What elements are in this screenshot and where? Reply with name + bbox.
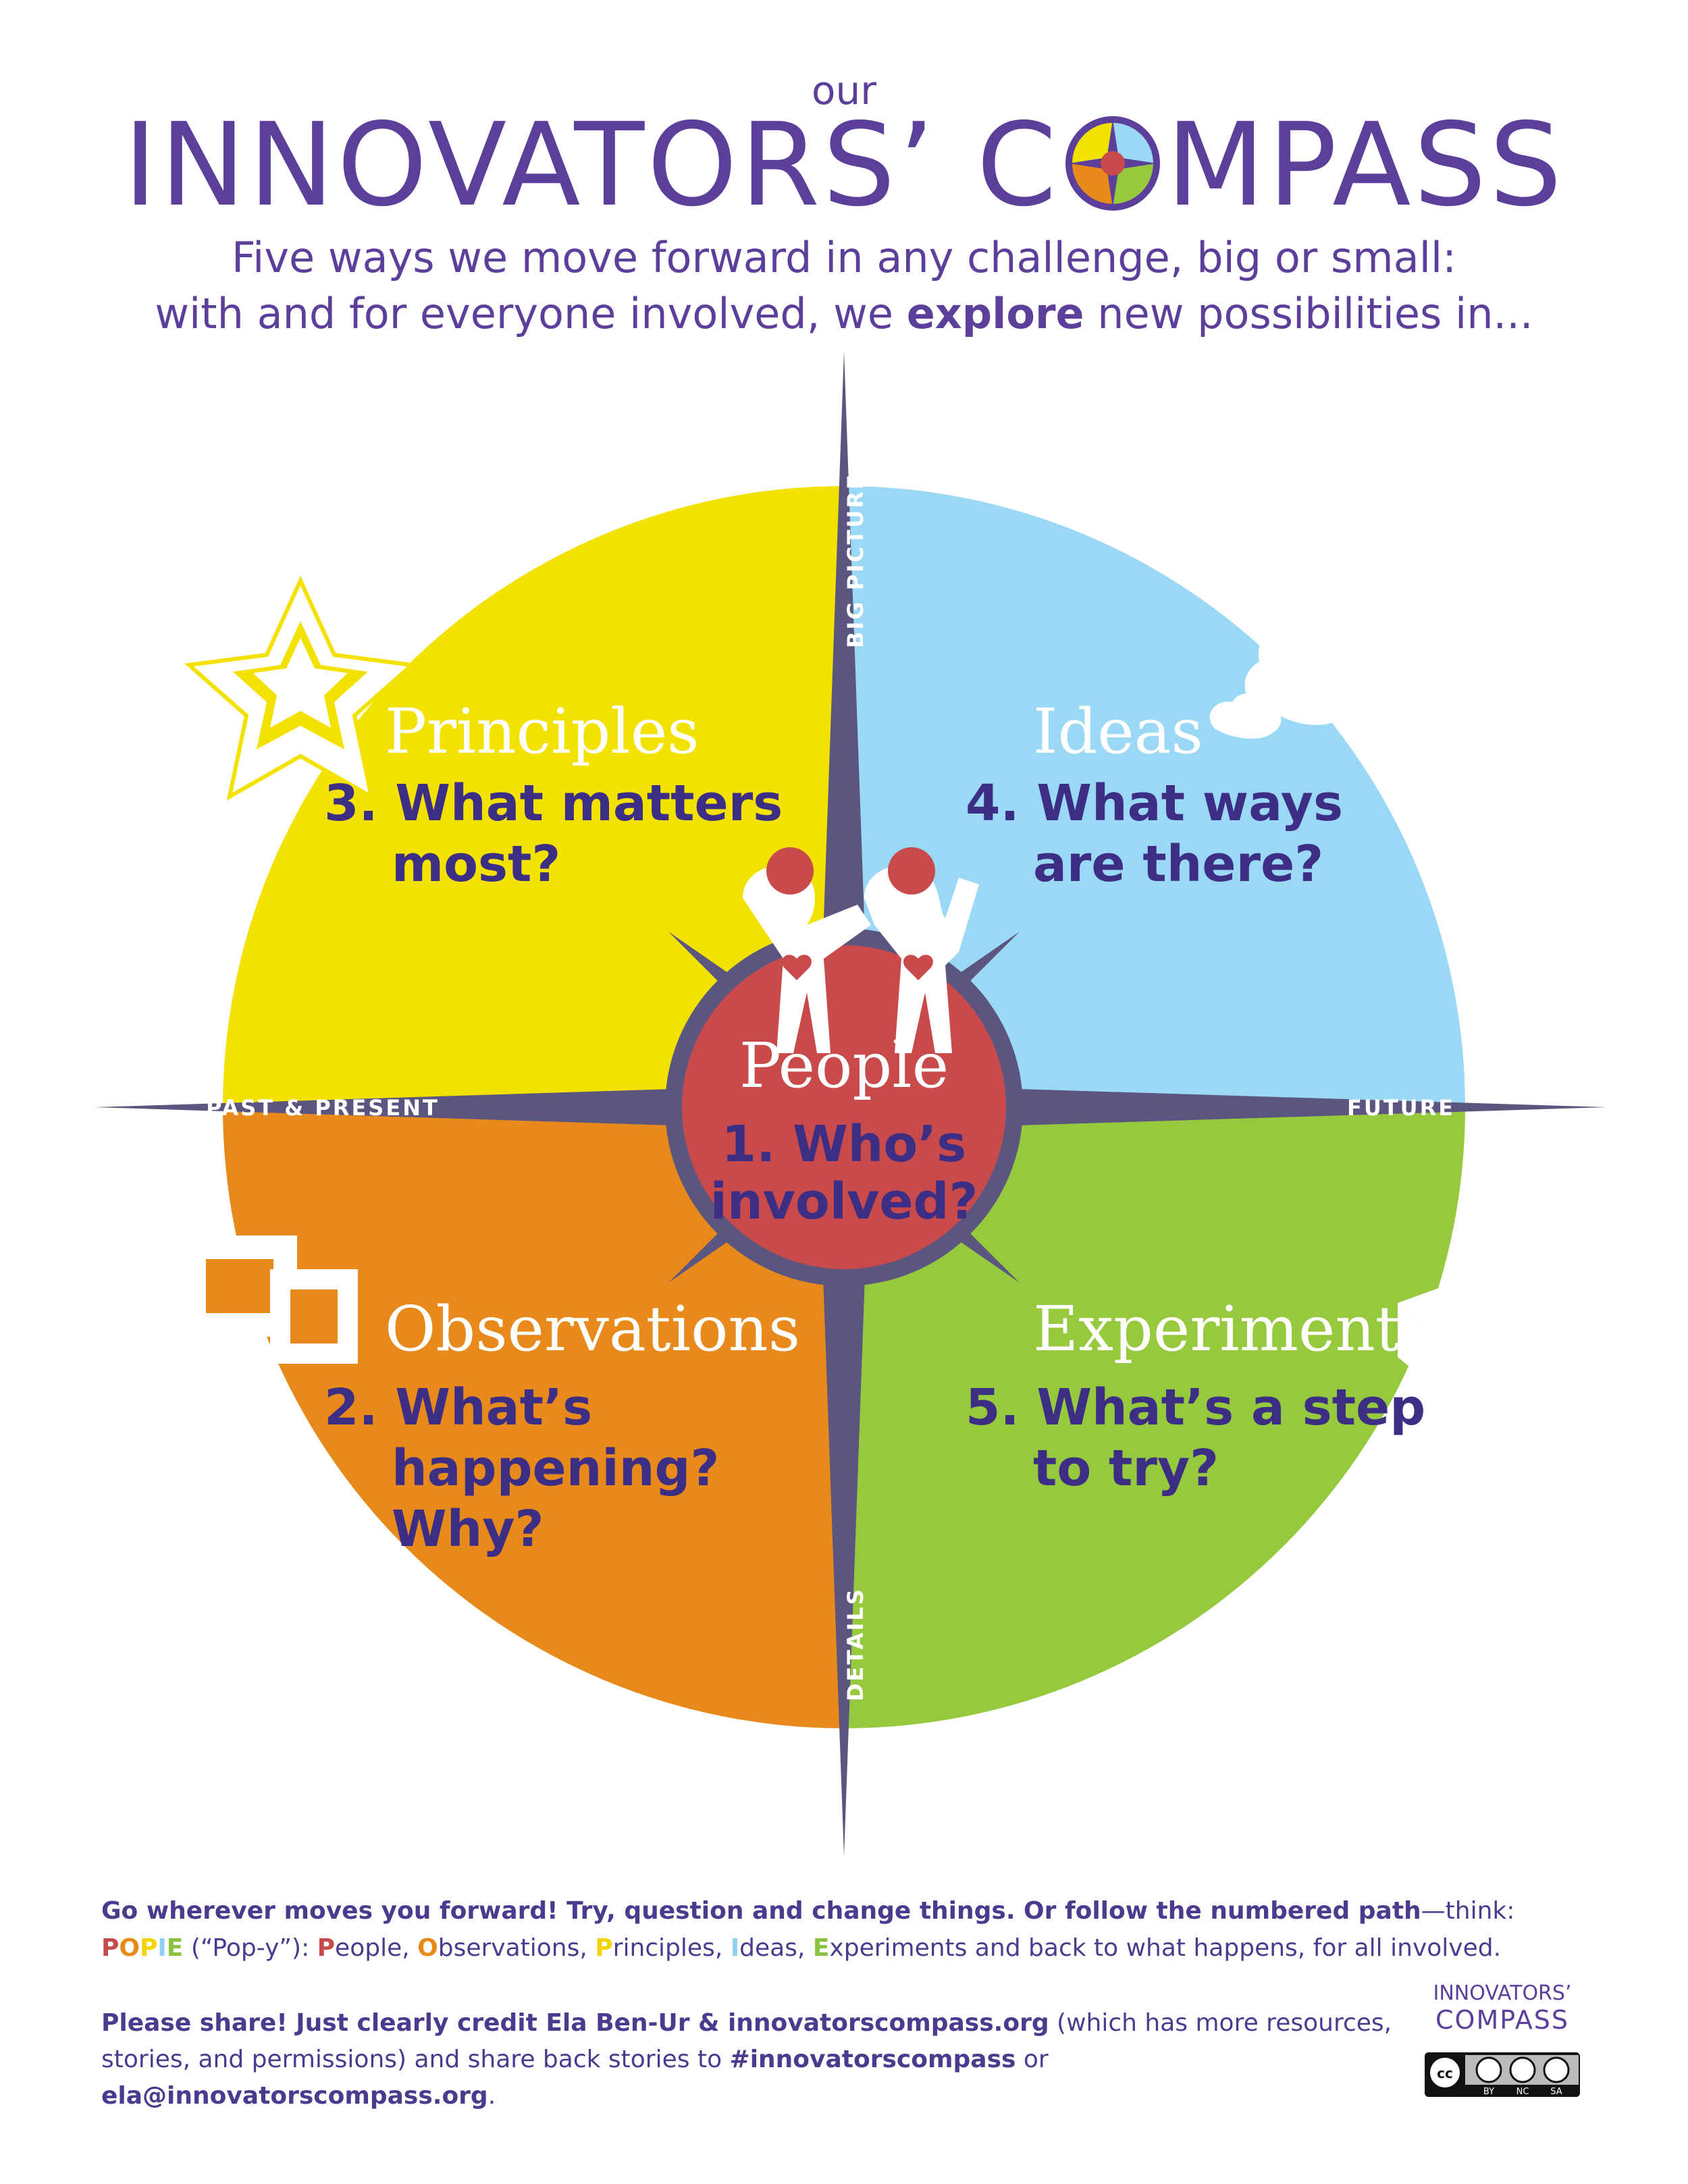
people-question-1: 1. Who’s (722, 1115, 967, 1173)
cc-by-label: BY (1483, 2087, 1494, 2097)
axis-label-bottom: DETAILS (843, 1587, 868, 1701)
cc-nc-label: NC (1516, 2087, 1529, 2097)
axis-label-top: BIG PICTURE (843, 473, 868, 648)
subtitle-line-1: Five ways we move forward in any challen… (231, 233, 1457, 282)
share-rest: (which has more resources, stories, and … (101, 2009, 1392, 2073)
logo-line-2: COMPASS (1435, 2005, 1569, 2035)
observations-title: Observations (385, 1293, 800, 1365)
footer-line1-tail: —think: (1421, 1897, 1515, 1925)
popie-i: I (157, 1934, 167, 1962)
l2-ideas: deas, (739, 1934, 813, 1962)
logo-line-1: INNOVATORS’ (1433, 1981, 1572, 2005)
popie-e: E (166, 1934, 184, 1962)
share-bold: Please share! Just clearly credit Ela Be… (101, 2009, 1049, 2037)
l2-obs: bservations, (438, 1934, 596, 1962)
ideas-title: Ideas (1033, 695, 1203, 768)
header-our: our (811, 68, 877, 113)
footer-line-1: Go wherever moves you forward! Try, ques… (101, 1897, 1587, 1925)
subtitle-bold: explore (906, 289, 1084, 338)
title-right: MPASS (1165, 99, 1565, 232)
ideas-question-2: are there? (1033, 835, 1323, 893)
axis-label-right: FUTURE (1347, 1095, 1455, 1121)
subtitle-post: new possibilities in... (1084, 289, 1533, 338)
share-period: . (487, 2082, 496, 2110)
principles-question-2: most? (392, 835, 560, 893)
popie-rest: (“Pop-y”): (183, 1934, 317, 1962)
compass-o-icon (1062, 113, 1163, 214)
l2-p: P (317, 1934, 336, 1962)
cc-license-badge: cc BY NC SA (1425, 2052, 1580, 2097)
share-or: or (1016, 2046, 1049, 2073)
l2-people: eople, (335, 1934, 418, 1962)
share-email[interactable]: ela@innovatorscompass.org (101, 2082, 488, 2110)
share-hashtag[interactable]: #innovatorscompass (729, 2046, 1016, 2073)
experiments-question-1: 5. What’s a step (966, 1379, 1425, 1437)
footer-share: Please share! Just clearly credit Ela Be… (101, 2005, 1418, 2114)
footer-line1-bold: Go wherever moves you forward! Try, ques… (101, 1897, 1421, 1925)
l2-e: E (812, 1934, 830, 1962)
axis-label-left: PAST & PRESENT (206, 1095, 440, 1121)
observation-frames-icon (182, 1235, 358, 1364)
people-figures-icon (743, 847, 979, 1053)
ideas-question-1: 4. What ways (966, 774, 1343, 832)
principles-title: Principles (385, 695, 699, 768)
l2-exp: xperiments and back to what happens, for… (829, 1934, 1502, 1962)
people-title: People (739, 1030, 949, 1102)
center-people (682, 945, 1006, 1269)
svg-text:cc: cc (1437, 2065, 1453, 2081)
subtitle-pre: with and for everyone involved, we (155, 289, 907, 338)
experiments-question-2: to try? (1033, 1439, 1219, 1497)
popie-p2: P (140, 1934, 158, 1962)
l2-prin: rinciples, (612, 1934, 731, 1962)
cloud-icon (1209, 597, 1454, 739)
popie-o: O (119, 1934, 140, 1962)
observations-question-1: 2. What’s (324, 1379, 592, 1437)
title-left: INNOVATORS’ C (123, 99, 1059, 232)
footer-line-2: POPIE (“Pop-y”): People, Observations, P… (101, 1934, 1587, 1962)
l2-i: I (730, 1934, 740, 1962)
popie-p: P (101, 1934, 120, 1962)
logo-small: INNOVATORS’ COMPASS (1425, 1981, 1580, 2035)
people-question-2: involved? (710, 1173, 978, 1231)
cc-sa-label: SA (1550, 2087, 1562, 2097)
experiments-title: Experiments (1033, 1293, 1432, 1365)
principles-question-1: 3. What matters (324, 774, 783, 832)
experiment-box-icon (1398, 1242, 1553, 1391)
observations-question-3: Why? (392, 1500, 544, 1558)
observations-question-2: happening? (392, 1439, 719, 1497)
l2-pr: P (595, 1934, 613, 1962)
l2-o: O (417, 1934, 438, 1962)
subtitle-line-2: with and for everyone involved, we explo… (0, 289, 1688, 338)
page-title: INNOVATORS’ C MPASS (0, 108, 1688, 223)
